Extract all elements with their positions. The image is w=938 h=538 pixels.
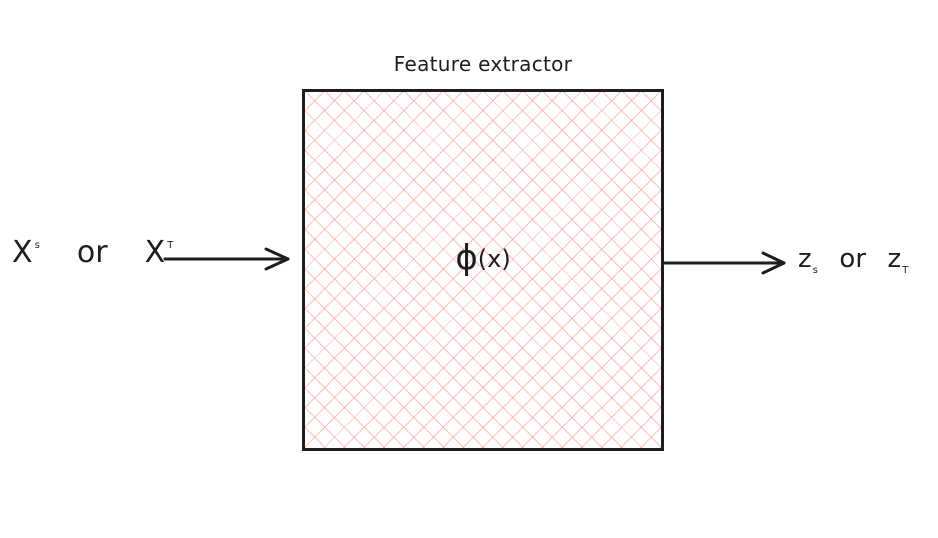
output-source-base: z (798, 244, 812, 274)
input-source-superscript: s (34, 240, 40, 251)
input-target-superscript: T (167, 240, 174, 251)
output-target-subscript: T (902, 265, 909, 276)
input-target-base: X (144, 235, 166, 270)
box-title: Feature extractor (393, 52, 573, 76)
phi-symbol: ϕ (455, 238, 478, 278)
output-arrow-head (761, 251, 786, 275)
input-connector: or (76, 235, 108, 270)
output-target-base: z (887, 244, 902, 274)
box-function-label: ϕ(x) (302, 241, 664, 275)
input-source-base: X (12, 235, 33, 270)
output-connector: or (839, 244, 867, 274)
input-arrow-head (264, 247, 290, 271)
phi-argument: (x) (477, 245, 511, 273)
output-label: zs or zT (798, 244, 908, 276)
output-source-subscript: s (812, 265, 818, 276)
feature-extractor-box (302, 89, 664, 451)
